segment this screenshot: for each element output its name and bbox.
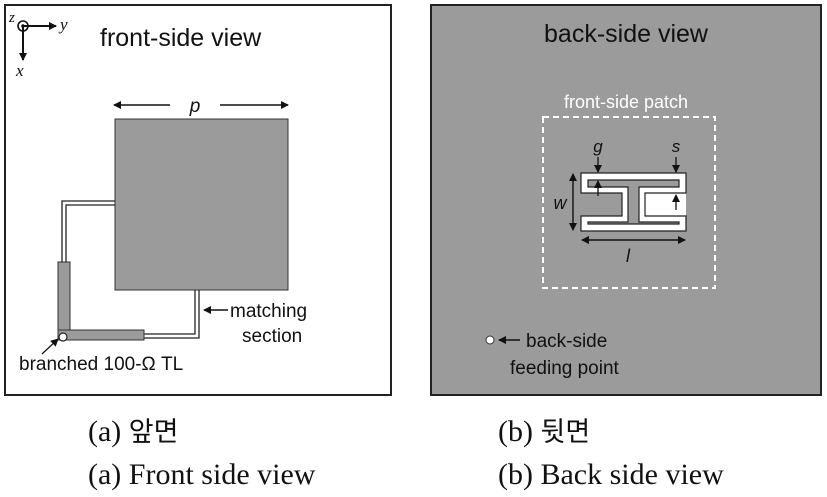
- front-panel-title: front-side view: [100, 24, 262, 52]
- axis-y-label: y: [58, 15, 68, 34]
- caption-a-english: (a) Front side view: [88, 458, 316, 491]
- label-back-feed-line2: feeding point: [510, 358, 620, 379]
- caption-b-korean: (b) 뒷면: [498, 417, 590, 447]
- feed-line-left-inner: [65, 204, 115, 262]
- h-slot-inner-metal: [587, 179, 680, 225]
- caption-a-korean-prefix: (a): [88, 415, 122, 448]
- dim-p-label: p: [189, 96, 201, 117]
- matching-section-inner: [144, 290, 200, 339]
- label-front-patch: front-side patch: [564, 92, 688, 112]
- matching-section-outer: [144, 290, 196, 335]
- coordinate-axes-icon: [17, 20, 57, 61]
- tl-horizontal-strip: [57, 329, 145, 341]
- back-feed-point: [485, 335, 495, 345]
- caption-b-english: (b) Back side view: [498, 458, 724, 491]
- front-patch-outline: [542, 116, 716, 289]
- antenna-figure: z y x front-side view p matching section…: [4, 4, 822, 396]
- back-side-panel: back-side view front-side patch g s w l …: [430, 4, 822, 396]
- axis-z-label: z: [8, 10, 15, 26]
- front-feed-point: [58, 332, 68, 342]
- tl-vertical-strip: [57, 261, 71, 341]
- dim-w-label: w: [554, 193, 568, 213]
- caption-a-korean-text: 앞면: [128, 417, 179, 448]
- label-branched-tl: branched 100-Ω TL: [19, 354, 183, 375]
- caption-b-korean-text: 뒷면: [540, 417, 591, 448]
- feed-line-left-outer: [61, 200, 115, 262]
- back-panel-title: back-side view: [544, 20, 709, 48]
- caption-a-korean: (a) 앞면: [88, 417, 178, 447]
- label-back-feed-line1: back-side: [526, 331, 607, 352]
- front-patch: [114, 118, 289, 291]
- dim-l-label: l: [626, 246, 631, 266]
- dim-s-label: s: [672, 137, 681, 156]
- front-side-panel: z y x front-side view p matching section…: [4, 4, 392, 396]
- label-matching-line2: section: [242, 326, 302, 347]
- caption-b-korean-prefix: (b): [498, 415, 533, 448]
- axis-x-label: x: [15, 61, 24, 80]
- dim-g-label: g: [593, 137, 603, 156]
- label-matching-line1: matching: [230, 301, 307, 322]
- tl-pointer-arrow: [41, 338, 59, 355]
